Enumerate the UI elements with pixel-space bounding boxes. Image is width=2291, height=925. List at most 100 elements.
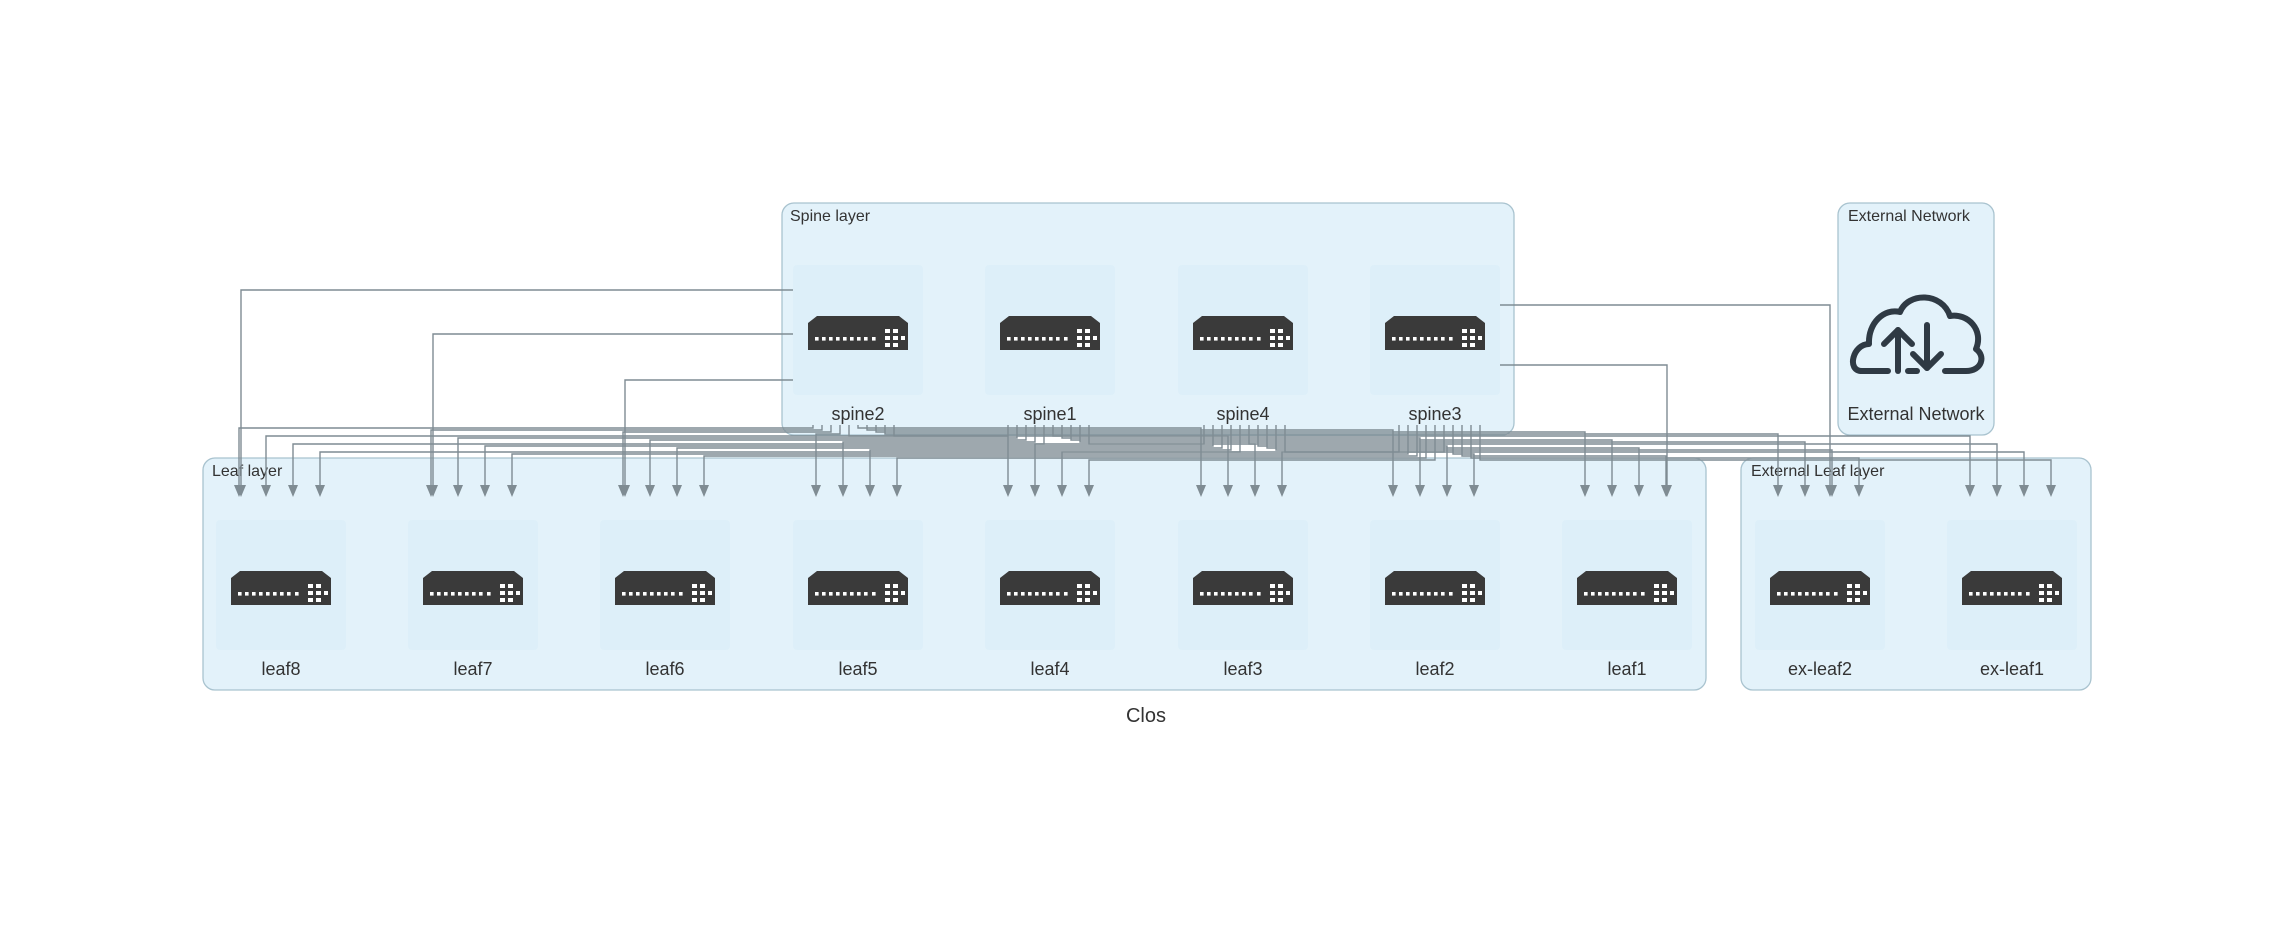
link bbox=[457, 425, 1018, 487]
arrowhead bbox=[1607, 485, 1617, 497]
node-external-network[interactable]: External Network bbox=[1847, 294, 1986, 424]
link bbox=[265, 425, 1009, 487]
arrowhead bbox=[1854, 485, 1864, 497]
link bbox=[292, 425, 1205, 487]
node-label: ex-leaf2 bbox=[1788, 659, 1852, 679]
node-spine4[interactable]: spine4 bbox=[1178, 265, 1308, 424]
arrowhead bbox=[507, 485, 517, 497]
node-label: leaf1 bbox=[1607, 659, 1646, 679]
switch-icon bbox=[1962, 571, 2062, 605]
group-title: Leaf layer bbox=[212, 463, 283, 480]
link bbox=[1470, 425, 1860, 487]
arrowhead bbox=[1415, 485, 1425, 497]
link bbox=[703, 425, 1418, 487]
external-network-group: External Network bbox=[1837, 202, 1995, 436]
link bbox=[676, 425, 1223, 487]
arrowhead bbox=[288, 485, 298, 497]
switch-icon bbox=[808, 316, 908, 350]
link bbox=[1500, 304, 1831, 487]
switch-icon bbox=[1000, 571, 1100, 605]
switch-icon bbox=[1770, 571, 1870, 605]
link bbox=[1275, 425, 1833, 487]
arrowhead bbox=[2046, 485, 2056, 497]
node-leaf8[interactable]: leaf8 bbox=[216, 520, 346, 679]
switch-icon bbox=[1000, 316, 1100, 350]
node-label: External Network bbox=[1847, 404, 1985, 424]
node-leaf2[interactable]: leaf2 bbox=[1370, 520, 1500, 679]
link bbox=[842, 425, 1036, 487]
arrowhead bbox=[892, 485, 902, 497]
node-leaf7[interactable]: leaf7 bbox=[408, 520, 538, 679]
link bbox=[622, 425, 832, 487]
group-title: External Network bbox=[1848, 208, 1971, 225]
node-label: leaf7 bbox=[453, 659, 492, 679]
node-label: leaf3 bbox=[1223, 659, 1262, 679]
node-label: spine2 bbox=[831, 404, 884, 424]
switch-icon bbox=[808, 571, 908, 605]
link bbox=[1248, 425, 1256, 487]
link bbox=[240, 289, 793, 487]
node-leaf6[interactable]: leaf6 bbox=[600, 520, 730, 679]
node-leaf5[interactable]: leaf5 bbox=[793, 520, 923, 679]
node-label: leaf6 bbox=[645, 659, 684, 679]
link bbox=[1284, 425, 2025, 487]
link bbox=[1088, 425, 1998, 487]
node-leaf4[interactable]: leaf4 bbox=[985, 520, 1115, 679]
node-label: spine3 bbox=[1408, 404, 1461, 424]
arrowhead bbox=[236, 485, 246, 497]
arrowhead bbox=[1469, 485, 1479, 497]
spine-layer-group: Spine layer bbox=[781, 202, 1515, 436]
node-leaf1[interactable]: leaf1 bbox=[1562, 520, 1692, 679]
node-label: spine1 bbox=[1023, 404, 1076, 424]
switch-icon bbox=[423, 571, 523, 605]
node-label: ex-leaf1 bbox=[1980, 659, 2044, 679]
node-ex-leaf1[interactable]: ex-leaf1 bbox=[1947, 520, 2077, 679]
arrowhead bbox=[645, 485, 655, 497]
arrowhead bbox=[672, 485, 682, 497]
arrowhead bbox=[428, 485, 438, 497]
arrowhead bbox=[620, 485, 630, 497]
arrowhead bbox=[1825, 485, 1835, 497]
arrowhead bbox=[480, 485, 490, 497]
arrowhead bbox=[1992, 485, 2002, 497]
link bbox=[1257, 425, 1448, 487]
link bbox=[1088, 425, 1436, 487]
node-ex-leaf2[interactable]: ex-leaf2 bbox=[1755, 520, 1885, 679]
link bbox=[511, 425, 1409, 487]
arrowhead bbox=[1196, 485, 1206, 497]
link bbox=[432, 333, 793, 487]
switch-icon bbox=[1385, 571, 1485, 605]
arrowhead bbox=[1965, 485, 1975, 497]
links-layer bbox=[234, 289, 2056, 497]
node-label: leaf2 bbox=[1415, 659, 1454, 679]
node-spine3[interactable]: spine3 bbox=[1370, 265, 1500, 424]
switch-icon bbox=[1577, 571, 1677, 605]
link bbox=[1479, 425, 2052, 487]
node-leaf3[interactable]: leaf3 bbox=[1178, 520, 1308, 679]
arrowhead bbox=[1223, 485, 1233, 497]
link bbox=[319, 425, 1400, 487]
arrowhead bbox=[1580, 485, 1590, 497]
link bbox=[815, 425, 841, 487]
arrowhead bbox=[699, 485, 709, 497]
link bbox=[649, 425, 1027, 487]
diagram-caption: Clos bbox=[1126, 705, 1166, 727]
arrowhead bbox=[811, 485, 821, 497]
link bbox=[1281, 425, 1445, 487]
arrowhead bbox=[453, 485, 463, 497]
node-spine1[interactable]: spine1 bbox=[985, 265, 1115, 424]
switch-icon bbox=[1385, 316, 1485, 350]
arrowhead bbox=[1773, 485, 1783, 497]
arrowhead bbox=[1634, 485, 1644, 497]
arrowhead bbox=[1030, 485, 1040, 497]
link bbox=[624, 379, 793, 487]
link bbox=[1052, 425, 1229, 487]
arrowhead bbox=[1662, 485, 1672, 497]
node-spine2[interactable]: spine2 bbox=[793, 265, 923, 424]
link bbox=[1070, 425, 1613, 487]
arrowhead bbox=[1800, 485, 1810, 497]
link bbox=[1461, 425, 1667, 487]
group-title: External Leaf layer bbox=[1751, 463, 1885, 480]
arrowhead bbox=[2019, 485, 2029, 497]
